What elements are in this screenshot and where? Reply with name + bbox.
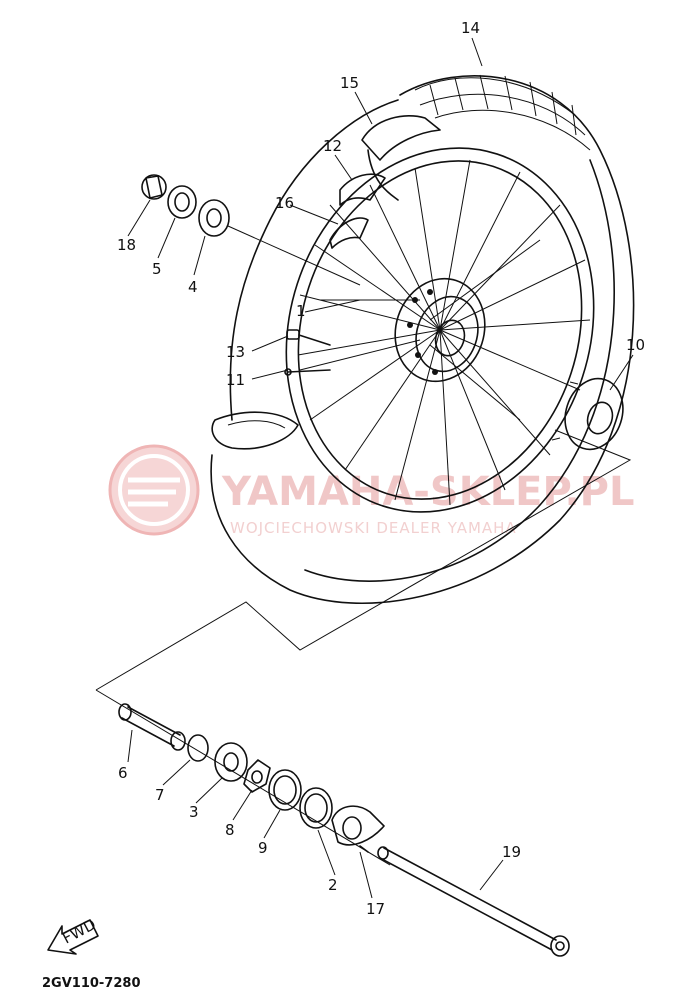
axle-guide-line [95, 689, 391, 866]
spacer-drawing [118, 703, 186, 751]
callout-18: 18 [117, 236, 136, 254]
bearing-drawing [214, 742, 248, 782]
tube-drawing [361, 115, 441, 201]
watermark: YAMAHA-SKLEP.PL WOJCIECHOWSKI DEALER YAM… [108, 444, 634, 537]
explode-guide-box [95, 429, 632, 691]
callouts: 14 15 12 16 1 10 13 11 18 5 4 6 7 3 8 9 … [117, 19, 645, 918]
fwd-label: FWD [59, 915, 98, 947]
gear-drive-drawing [551, 377, 624, 451]
rim-band-drawing [329, 173, 386, 249]
spoke-nipples-drawing [284, 329, 331, 376]
diagram-code: 2GV110-7280 [42, 976, 141, 991]
callout-16: 16 [275, 194, 294, 212]
callout-12: 12 [323, 137, 342, 155]
spokes-drawing [297, 159, 591, 506]
callout-1: 1 [296, 302, 306, 320]
callout-14: 14 [461, 19, 480, 37]
wheel-assembly [141, 74, 635, 605]
callout-13: 13 [226, 343, 245, 361]
oil-seal-drawing [187, 734, 209, 762]
tire-drawing [210, 74, 635, 605]
seal-drawing [268, 769, 302, 811]
callout-6: 6 [118, 764, 128, 782]
callout-15: 15 [340, 74, 359, 92]
callout-7: 7 [155, 786, 165, 804]
callout-17: 17 [366, 900, 385, 918]
watermark-subtitle: WOJCIECHOWSKI DEALER YAMAHA [230, 519, 517, 537]
hub-bearings-drawing [141, 174, 361, 286]
callout-19: 19 [502, 843, 521, 861]
callout-10: 10 [626, 336, 645, 354]
callout-11: 11 [226, 371, 245, 389]
gear-unit-drawing [331, 805, 385, 853]
rim-drawing [285, 147, 595, 513]
callout-4: 4 [188, 278, 198, 296]
axle-parts [95, 429, 632, 957]
leader-lines [127, 37, 634, 899]
watermark-title: YAMAHA-SKLEP.PL [221, 469, 634, 515]
hub-drawing [394, 277, 486, 383]
watermark-logo [108, 444, 200, 536]
callout-3: 3 [189, 803, 199, 821]
callout-5: 5 [152, 260, 162, 278]
callout-2: 2 [328, 876, 338, 894]
callout-8: 8 [225, 821, 235, 839]
callout-9: 9 [258, 839, 268, 857]
collar-drawing [299, 787, 333, 829]
axle-drawing [377, 846, 570, 957]
clutch-plate-drawing [243, 759, 271, 793]
forward-arrow-icon: FWD [47, 915, 99, 955]
